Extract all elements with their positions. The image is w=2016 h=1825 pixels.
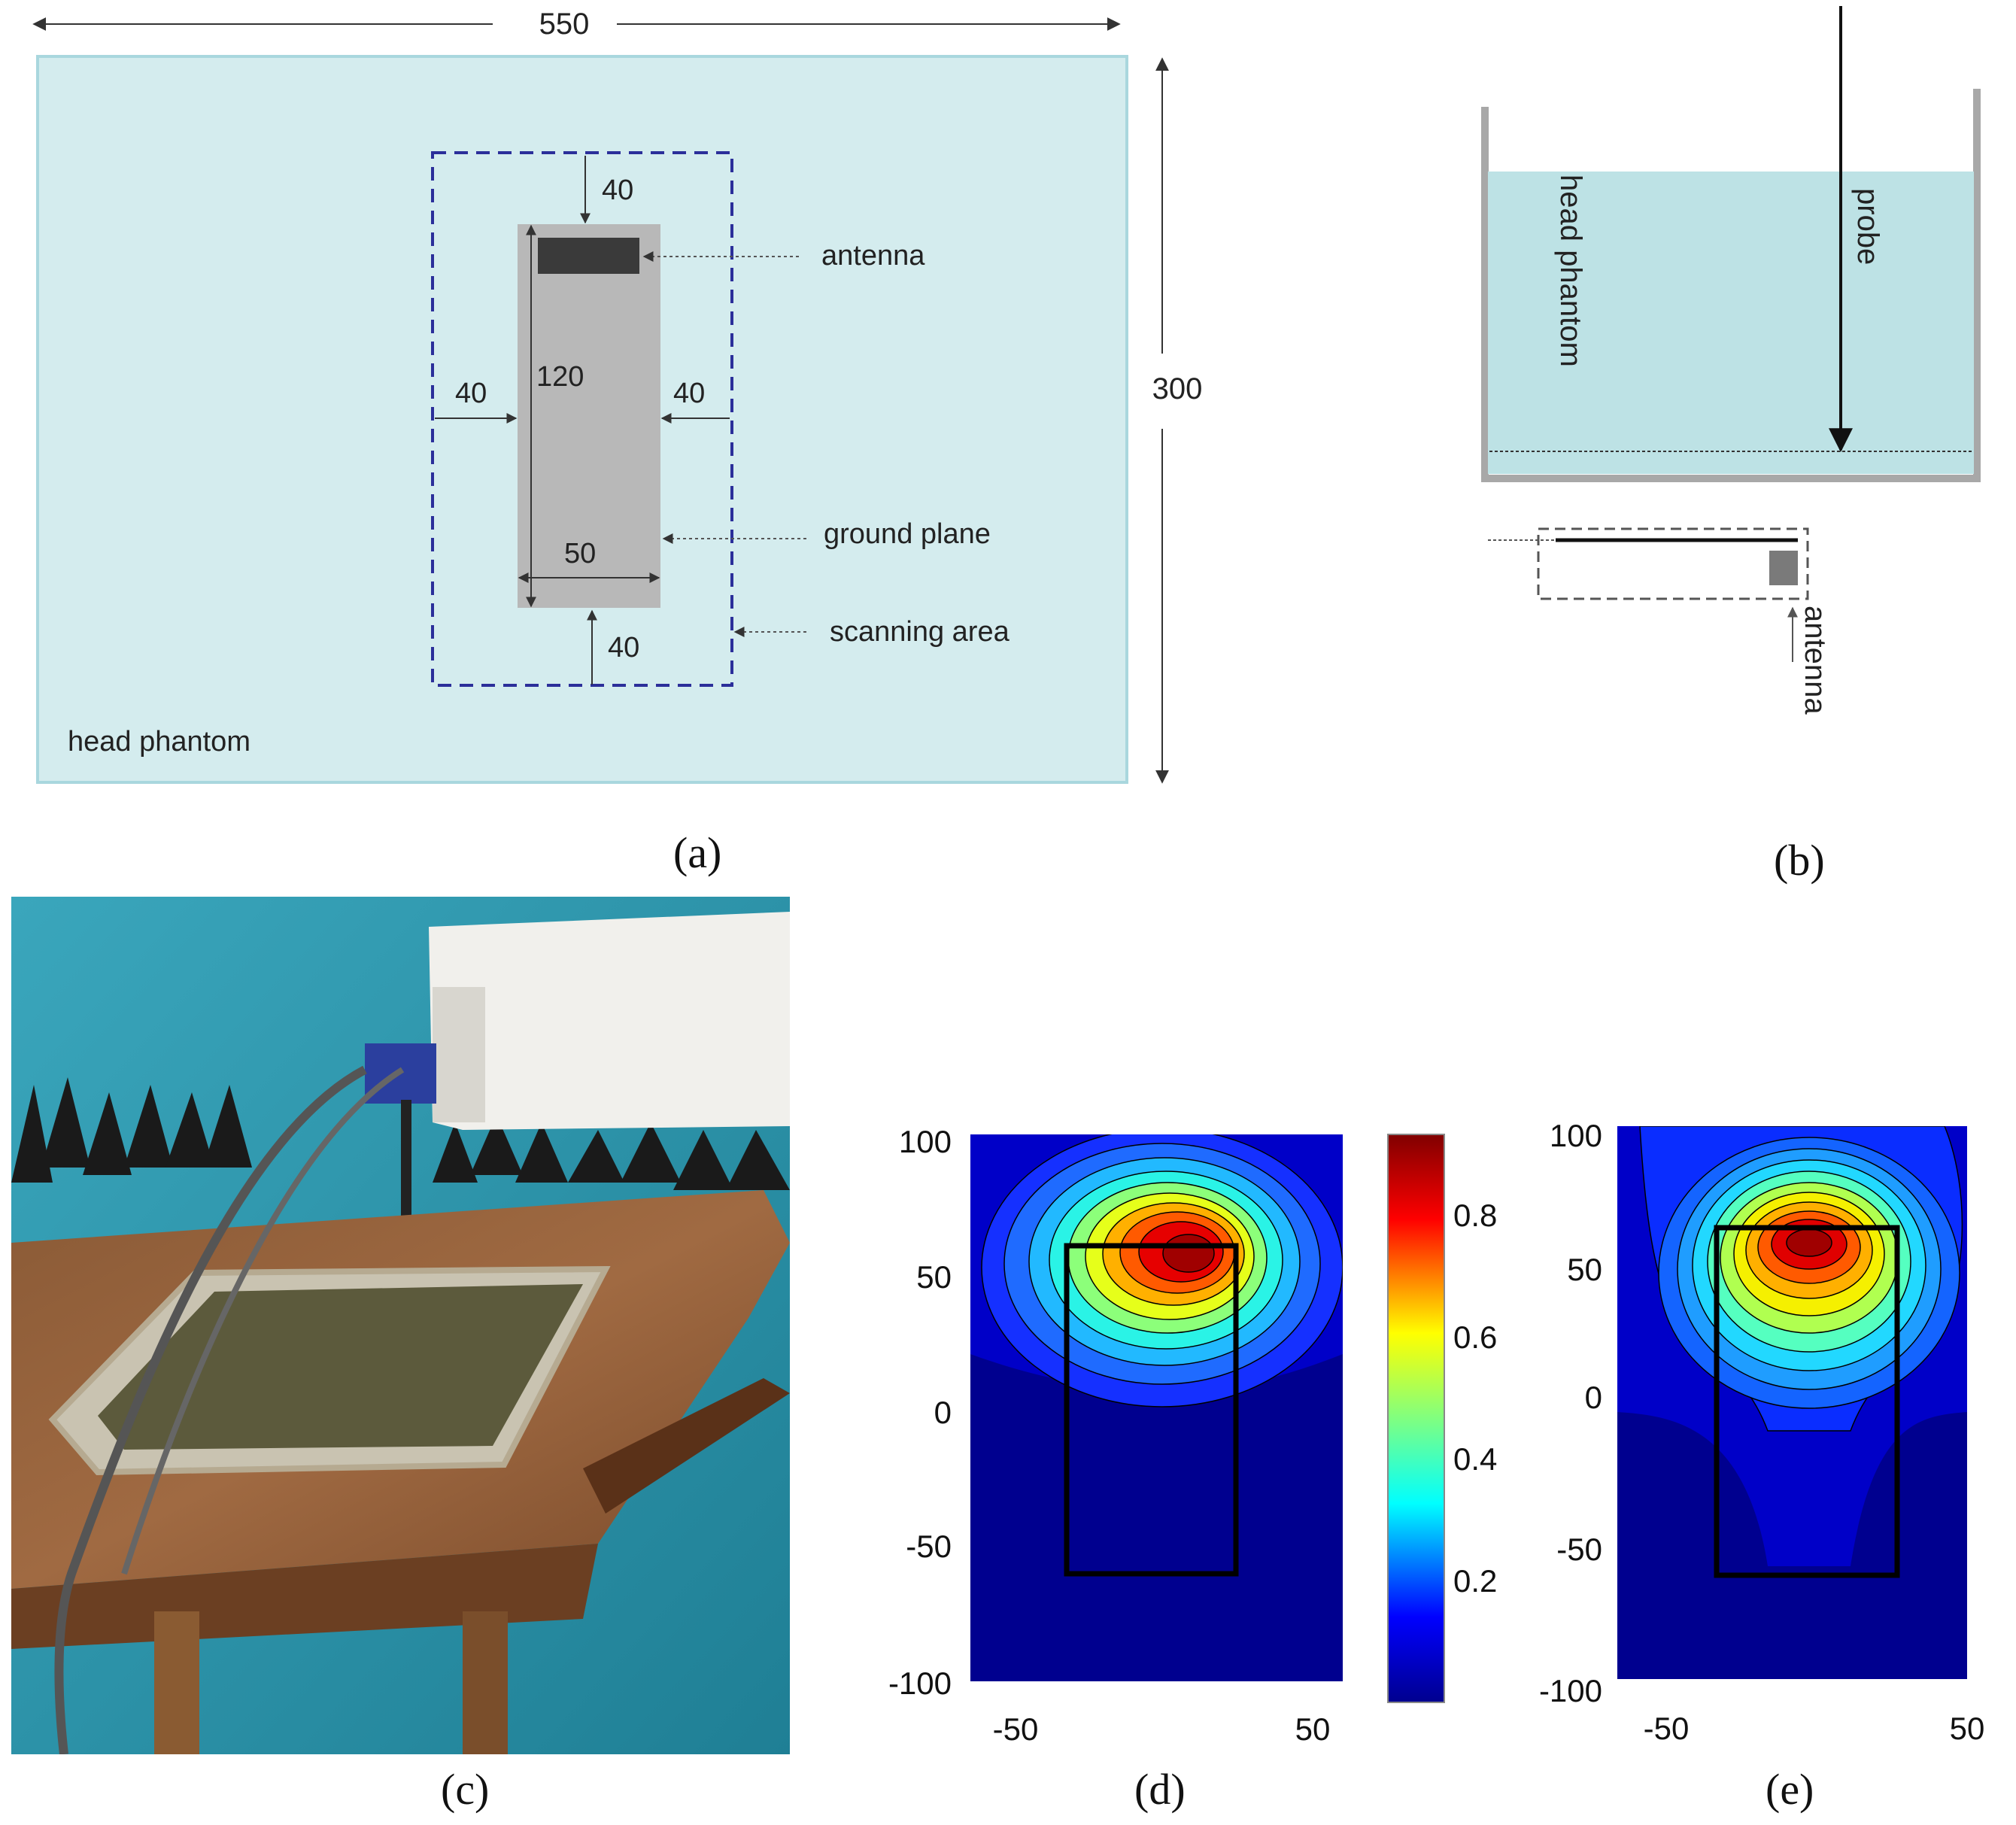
caption-c: (c) (441, 1765, 490, 1814)
x-axis-ticks: -50 50 (993, 1711, 1331, 1747)
y-tick-label: 100 (899, 1124, 952, 1159)
antenna-outline (1714, 1225, 1900, 1578)
antenna-element (538, 238, 639, 274)
probe-label: probe (1851, 188, 1884, 265)
x-tick-label: -50 (993, 1711, 1039, 1747)
y-tick-label: 0 (1585, 1380, 1602, 1415)
scanning-area-box (431, 151, 733, 687)
x-tick-label: -50 (1644, 1711, 1690, 1746)
measurement-setup-photo (11, 897, 790, 1754)
probe-cable (54, 1065, 367, 1754)
y-axis-ticks: 100 50 0 -50 -100 (888, 1124, 952, 1701)
colorbar-tick-label: 0.6 (1453, 1319, 1497, 1355)
panel-a-diagram: 550 300 40 40 40 120 50 40 antenna groun… (32, 8, 1203, 784)
ground-plane (518, 224, 660, 608)
colorbar (1387, 1134, 1445, 1703)
antenna-outline (1064, 1243, 1239, 1577)
right-margin-label: 40 (673, 378, 705, 409)
ground-plane-label: ground plane (824, 518, 991, 550)
caption-b: (b) (1774, 836, 1825, 885)
colorbar-tick-label: 0.8 (1453, 1198, 1497, 1233)
y-tick-label: -50 (1556, 1532, 1602, 1567)
height-label: 300 (1152, 372, 1203, 405)
panel-b-diagram: probe head phantom antenna (1481, 6, 1981, 715)
y-tick-label: -100 (1539, 1673, 1602, 1708)
length-label: 120 (536, 361, 584, 393)
y-axis-ticks: 100 50 0 -50 -100 (1539, 1118, 1602, 1708)
x-tick-label: 50 (1950, 1711, 1985, 1746)
colorbar-ticks: 0.8 0.6 0.4 0.2 (1453, 1198, 1497, 1599)
y-tick-label: 50 (916, 1259, 952, 1295)
antenna-scan-box (1537, 527, 1809, 600)
antenna-side-label: antenna (1799, 606, 1832, 715)
antenna-block (1769, 551, 1798, 585)
head-phantom-side-label: head phantom (1554, 175, 1587, 367)
scanner-arm (429, 912, 790, 1130)
caption-a: (a) (673, 828, 722, 877)
colorbar-tick-label: 0.2 (1453, 1563, 1497, 1599)
x-axis-ticks: -50 50 (1644, 1711, 1985, 1746)
head-phantom-label: head phantom (68, 726, 250, 758)
scanning-area-label: scanning area (830, 616, 1010, 648)
y-tick-label: 0 (934, 1395, 952, 1430)
y-tick-label: -100 (888, 1666, 952, 1701)
ground-width-label: 50 (564, 538, 596, 569)
y-tick-label: 50 (1567, 1252, 1602, 1287)
absorber-cones (11, 1077, 790, 1190)
caption-e: (e) (1766, 1765, 1814, 1814)
sar-map-measured: 100 50 0 -50 -100 -50 50 0.8 0.6 0.4 0.2 (888, 1124, 1497, 1747)
sar-contours (970, 1134, 1343, 1407)
y-tick-label: -50 (906, 1529, 952, 1564)
width-label: 550 (539, 8, 590, 41)
left-margin-label: 40 (455, 378, 487, 409)
phantom-tank (1481, 89, 1981, 482)
sar-map-simulated: 100 50 0 -50 -100 -50 50 (1539, 1118, 1985, 1746)
y-tick-label: 100 (1550, 1118, 1602, 1153)
caption-d: (d) (1134, 1765, 1186, 1814)
x-tick-label: 50 (1295, 1711, 1331, 1747)
phantom-liquid-fill (1488, 172, 1974, 474)
top-margin-label: 40 (602, 175, 633, 206)
bottom-margin-label: 40 (608, 632, 639, 663)
colorbar-tick-label: 0.4 (1453, 1441, 1497, 1477)
antenna-label: antenna (821, 240, 925, 272)
